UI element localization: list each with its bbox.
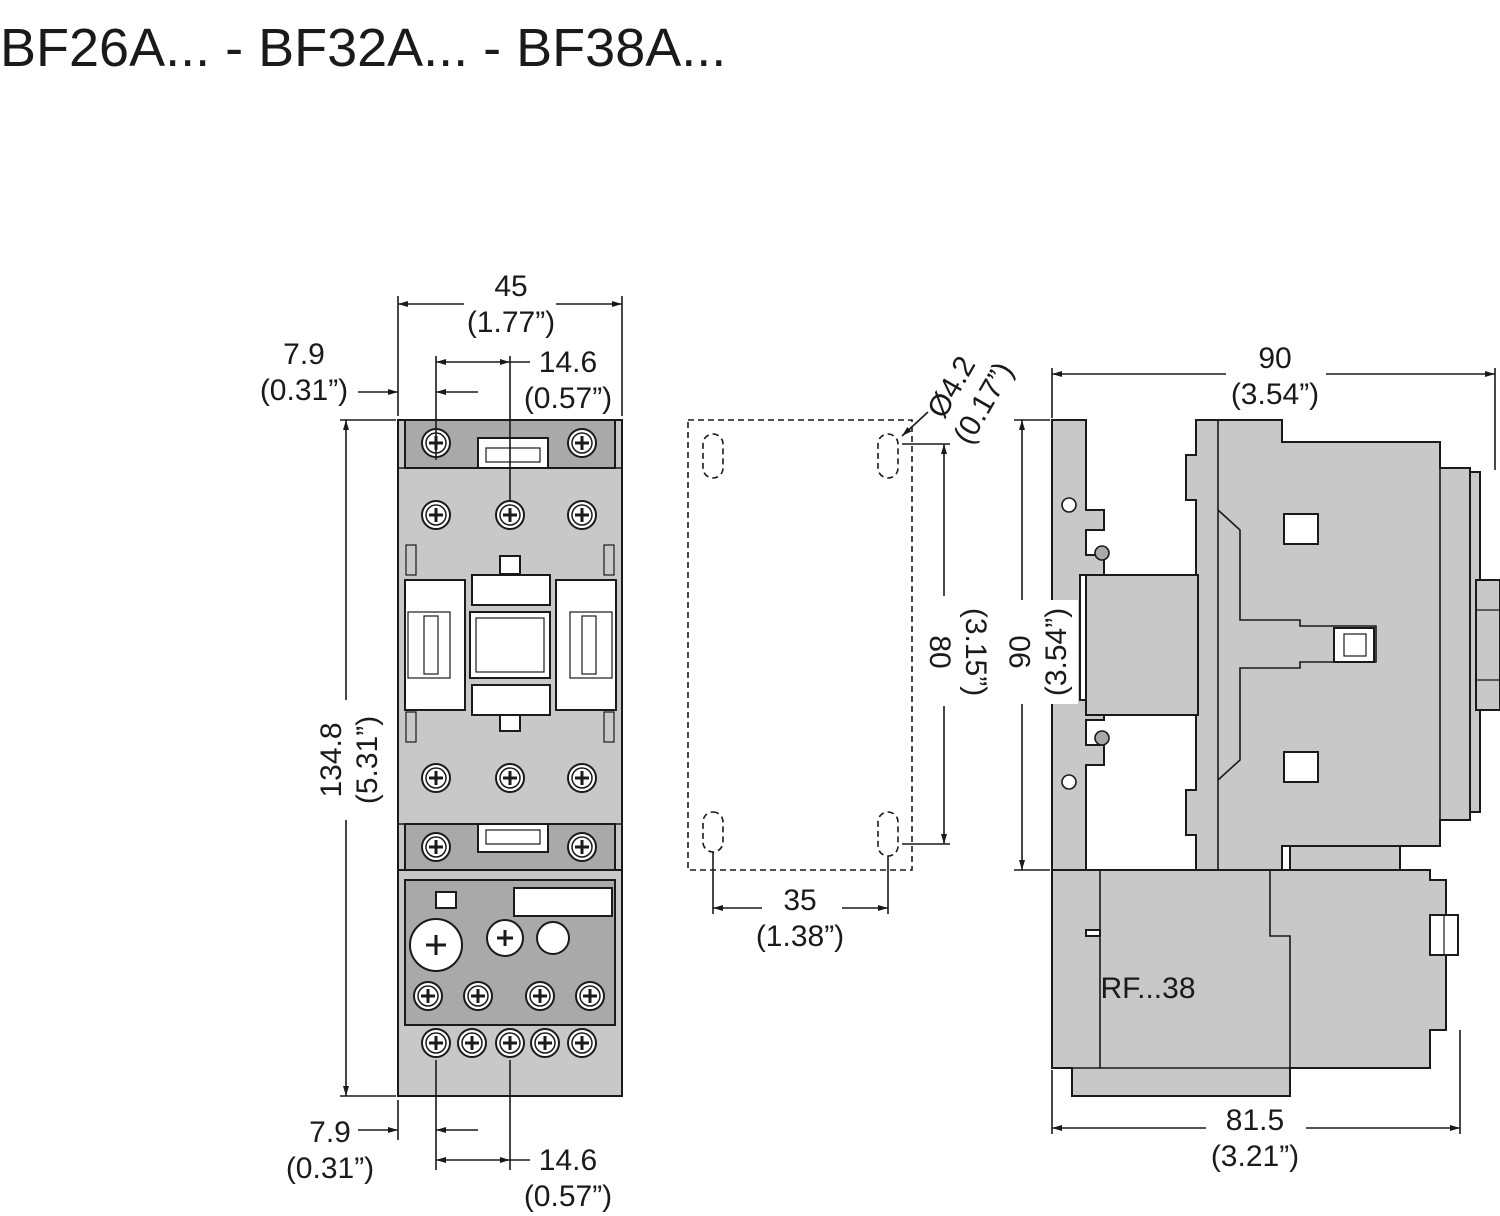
depth-mm-label: 90	[1258, 342, 1291, 375]
offset-bottom-mm-label: 7.9	[309, 1116, 351, 1149]
relay-model-label: RF...38	[1100, 972, 1195, 1005]
top-clip	[477, 437, 549, 469]
mounting-hole-icon	[877, 433, 899, 479]
terminal-screw-icon	[494, 1027, 526, 1059]
pitch-top-mm-label: 14.6	[539, 346, 597, 379]
offset-top-mm-label: 7.9	[283, 338, 325, 371]
terminal-screw-icon	[456, 1027, 488, 1059]
hole-spacing-v-in-label: (3.15”)	[959, 608, 992, 696]
terminal-screw-icon	[494, 762, 526, 794]
hole-spacing-h-mm-label: 35	[783, 884, 816, 917]
terminal-screw-icon	[524, 980, 556, 1012]
mounting-hole-icon	[877, 811, 899, 857]
mounting-hole-icon	[702, 811, 724, 853]
relay-depth-mm-label: 81.5	[1226, 1104, 1284, 1137]
terminal-screw-icon	[420, 831, 452, 863]
contactor-housing-side	[1185, 419, 1471, 871]
terminal-screw-icon	[566, 1027, 598, 1059]
pitch-top-in-label: (0.57”)	[524, 382, 612, 415]
indicator-window	[469, 611, 551, 679]
pitch-bottom-mm-label: 14.6	[539, 1144, 597, 1177]
terminal-screw-icon	[566, 427, 598, 459]
terminal-screw-icon	[420, 1027, 452, 1059]
offset-bottom-in-label: (0.31”)	[286, 1152, 374, 1185]
relay-depth-in-label: (3.21”)	[1211, 1140, 1299, 1173]
side-height-in-label: (3.54”)	[1040, 608, 1073, 696]
depth-in-label: (3.54”)	[1231, 378, 1319, 411]
side-view: RF...38 90 (3.54”) 90 (3.54”) 81.5 (3.21…	[1002, 342, 1500, 1173]
side-height-mm-label: 90	[1004, 635, 1037, 668]
test-button-icon[interactable]	[536, 921, 570, 955]
hole-spacing-h-in-label: (1.38”)	[756, 920, 844, 953]
height-mm-label: 134.8	[315, 722, 348, 797]
terminal-screw-icon	[566, 499, 598, 531]
terminal-screw-icon	[494, 499, 526, 531]
width-mm-label: 45	[494, 270, 527, 303]
bottom-clip	[477, 823, 549, 853]
hole-spacing-v-mm-label: 80	[923, 635, 956, 668]
offset-top-in-label: (0.31”)	[260, 374, 348, 407]
page-title: BF26A... - BF32A... - BF38A...	[0, 18, 726, 78]
front-view: 45 (1.77”) 14.6 (0.57”) 7.9 (0.31”) 134.…	[260, 270, 623, 1213]
terminal-screw-icon	[412, 980, 444, 1012]
terminal-screw-icon	[420, 499, 452, 531]
width-in-label: (1.77”)	[467, 306, 555, 339]
mounting-outline	[687, 419, 913, 871]
height-in-label: (5.31”)	[351, 716, 384, 804]
terminal-screw-icon	[566, 762, 598, 794]
terminal-screw-icon	[574, 980, 606, 1012]
mounting-hole-icon	[702, 433, 724, 479]
terminal-screw-icon	[420, 762, 452, 794]
mounting-view: Ø4.2 (0.17”) 80 (3.15”) 35 (1.38”)	[687, 351, 1020, 953]
terminal-screw-icon	[566, 831, 598, 863]
terminal-screw-icon	[529, 1027, 561, 1059]
terminal-screw-icon	[462, 980, 494, 1012]
pitch-bottom-in-label: (0.57”)	[524, 1180, 612, 1213]
